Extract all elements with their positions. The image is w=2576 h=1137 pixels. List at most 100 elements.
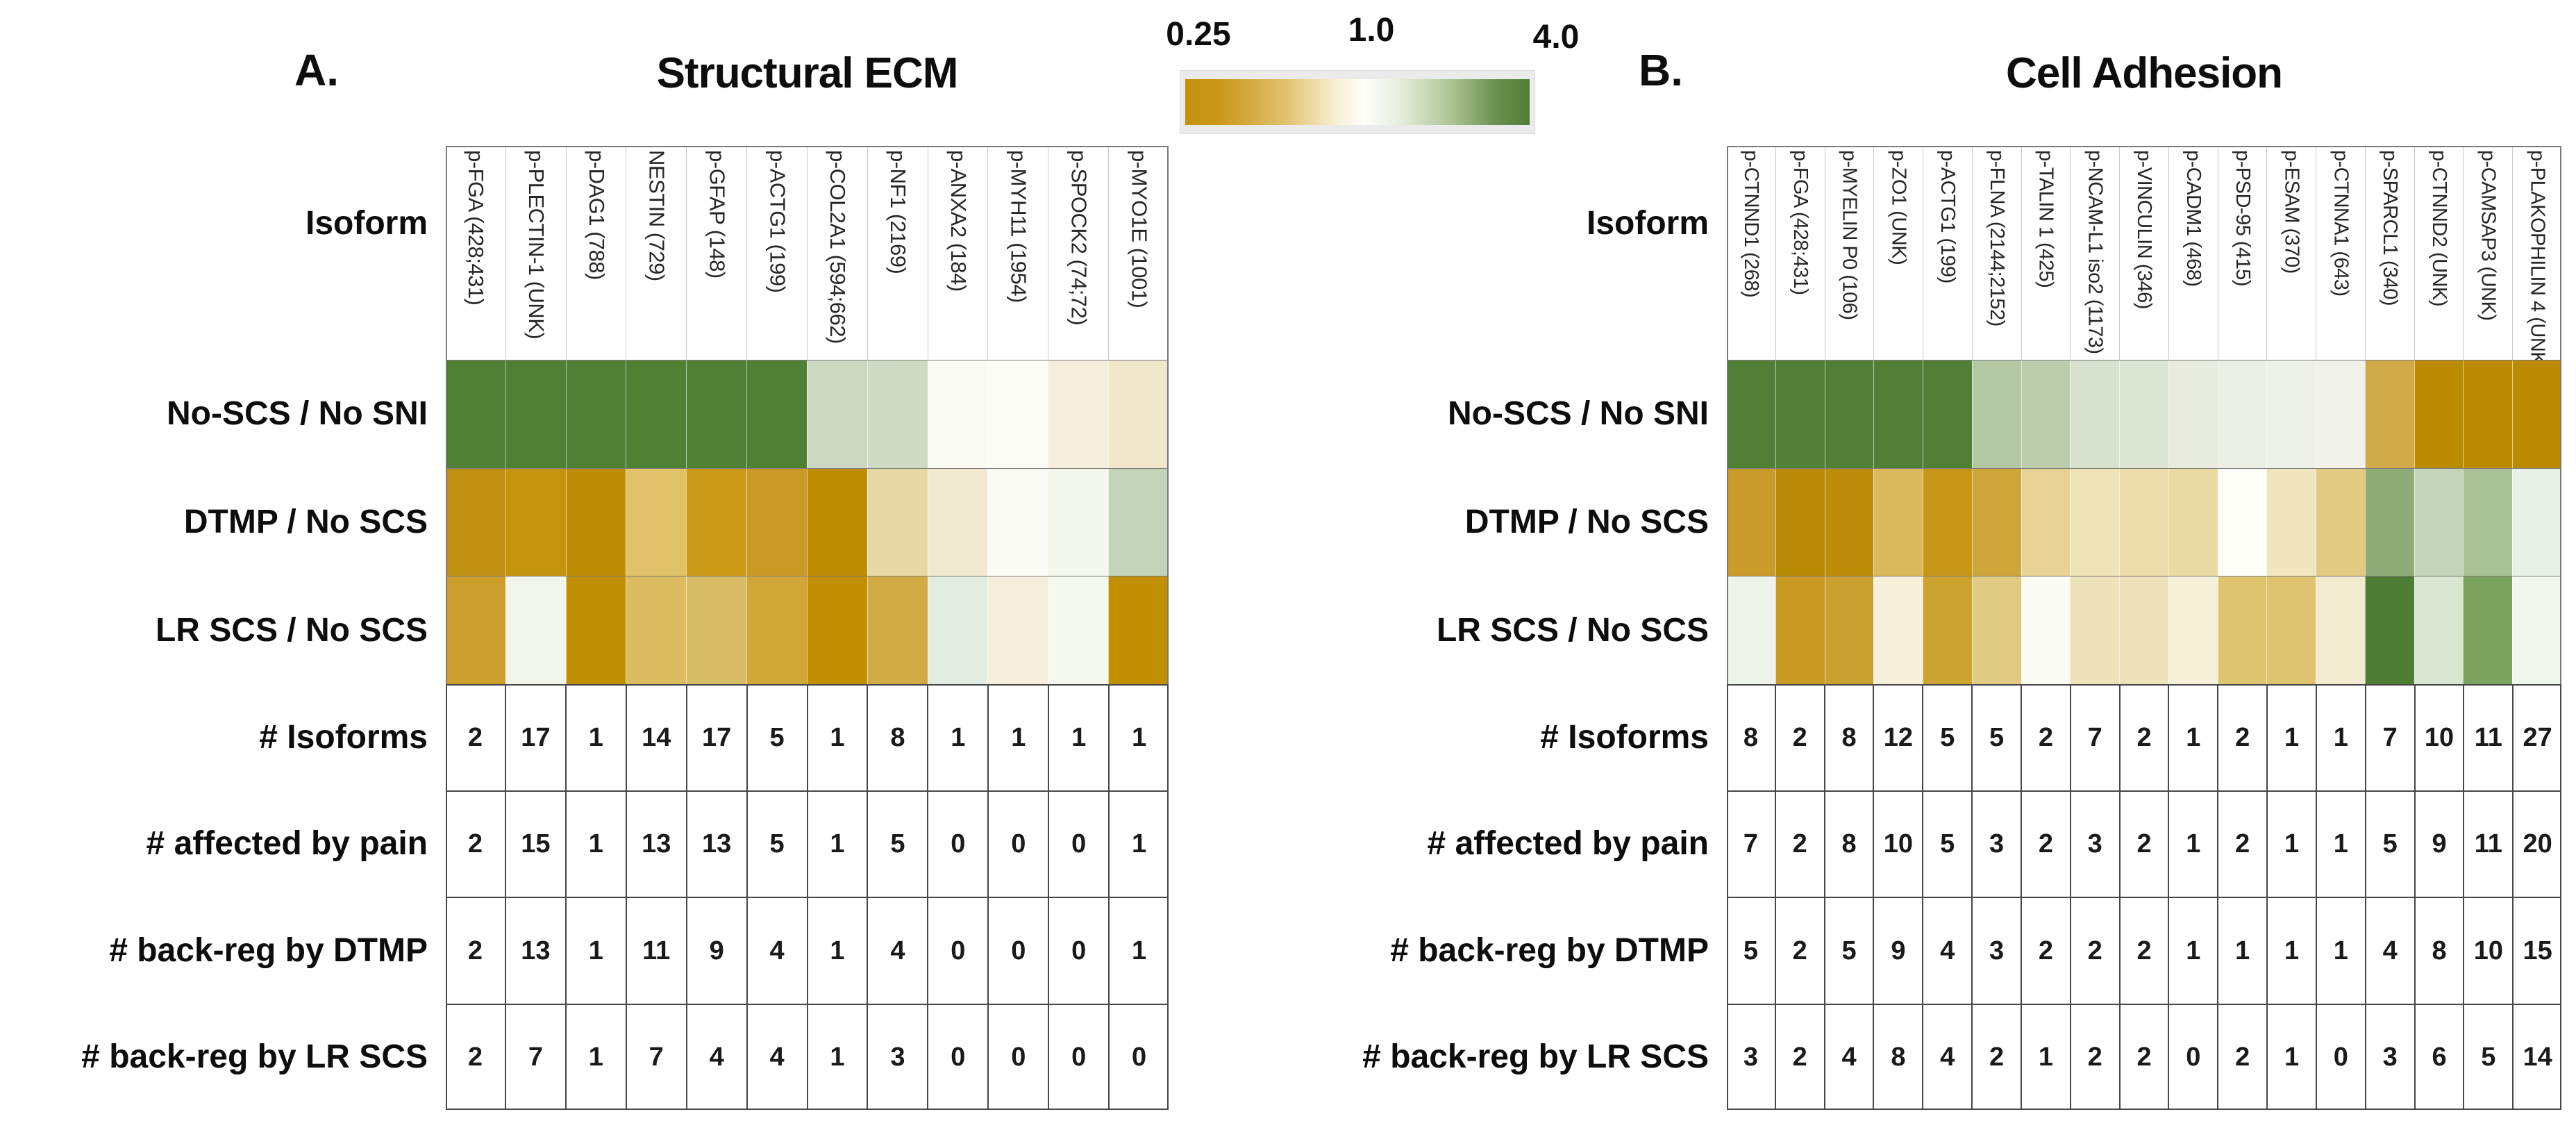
row-label-gutter: # affected by pain (1281, 790, 1727, 897)
heatmap-cell (867, 360, 928, 468)
count-cell: 17 (504, 685, 565, 791)
count-cell: 1 (806, 685, 867, 791)
row-label: No-SCS / No SNI (1447, 395, 1709, 433)
heatmap-cell (2512, 360, 2562, 468)
heatmap-cell (2512, 468, 2562, 576)
heatmap-cells (446, 576, 1169, 684)
count-cell: 2 (446, 898, 505, 1004)
row-label-gutter: Isoform (1281, 146, 1727, 360)
count-cell: 1 (2266, 898, 2316, 1004)
legend-colorbar-frame (1180, 71, 1534, 133)
row-label: DTMP / No SCS (1464, 503, 1709, 540)
column-header-cell: p-GFAP (148) (686, 146, 747, 360)
column-header-label: p-PSD-95 (415) (2231, 150, 2254, 287)
count-cell: 2 (446, 685, 505, 791)
count-cell: 0 (1108, 1004, 1169, 1110)
count-cell: 2 (2020, 685, 2070, 791)
column-header-label: p-MYELIN P0 (106) (1838, 150, 1861, 320)
isoform-header-row: Isoform p-CTNND1 (268) p-FGA (428;431) p-MY… (1281, 146, 2562, 360)
count-cell: 1 (2315, 898, 2365, 1004)
isoform-corner-label: Isoform (1586, 205, 1709, 242)
row-label: # Isoforms (1540, 719, 1709, 756)
count-cell: 15 (2512, 898, 2562, 1004)
count-cell: 2 (2020, 792, 2070, 897)
row-label-gutter: DTMP / No SCS (1281, 467, 1727, 576)
count-cell: 11 (625, 898, 686, 1004)
heatmap-row: LR SCS / No SCS (0, 576, 1169, 684)
heatmap-cell (2217, 576, 2267, 684)
heatmap-panel-cell-adhesion: Isoform p-CTNND1 (268) p-FGA (428;431) p-MY… (1281, 146, 2562, 1110)
column-header-label: p-CAMSAP3 (UNK) (2477, 150, 2500, 321)
column-header-label: p-DAG1 (788) (584, 150, 609, 280)
heatmap-cell (1873, 576, 1923, 684)
heatmap-cell (2119, 360, 2168, 468)
row-label-gutter: # back-reg by DTMP (1281, 897, 1727, 1004)
column-header-label: p-PLECTIN-1 (UNK) (524, 150, 549, 340)
heatmap-cell (2217, 360, 2267, 468)
count-cell: 8 (1873, 1004, 1923, 1110)
count-cell: 1 (806, 898, 867, 1004)
count-cell: 27 (2512, 685, 2562, 791)
count-cell: 3 (1971, 792, 2021, 897)
column-header-cell: p-CAMSAP3 (UNK) (2463, 146, 2513, 360)
column-header-cell: p-PSD-95 (415) (2217, 146, 2267, 360)
count-cell: 7 (504, 1004, 565, 1110)
heatmap-cell (927, 360, 988, 468)
column-header-cell: p-SPARCL1 (340) (2364, 146, 2414, 360)
heatmap-cell (1824, 576, 1874, 684)
heatmap-cell (2070, 360, 2120, 468)
count-cell: 2 (2118, 685, 2168, 791)
column-header-label: p-CTNND2 (UNK) (2427, 150, 2450, 306)
count-cell: 0 (987, 1004, 1048, 1110)
count-cell: 7 (625, 1004, 686, 1110)
heatmap-row: LR SCS / No SCS (1281, 576, 2562, 684)
column-header-cell: p-CTNND1 (268) (1727, 146, 1775, 360)
heatmap-cell (2414, 360, 2464, 468)
count-cell: 5 (1922, 685, 1972, 791)
legend-tick-max: 4.0 (1532, 19, 1580, 56)
heatmap-cell (686, 576, 747, 684)
column-header-cell: p-MYELIN P0 (106) (1824, 146, 1874, 360)
heatmap-cell (1048, 576, 1109, 684)
column-header-label: p-VINCULIN (346) (2133, 150, 2156, 309)
column-header-label: p-FLNA (2144;2152) (1985, 150, 2008, 326)
count-cell: 4 (867, 898, 928, 1004)
count-cell: 7 (2364, 685, 2414, 791)
heatmap-cell (1727, 468, 1775, 576)
count-cell: 4 (746, 898, 807, 1004)
row-label: # affected by pain (146, 825, 428, 863)
column-header-cell: p-PLECTIN-1 (UNK) (505, 146, 566, 360)
heatmap-cell (1775, 360, 1825, 468)
row-label: LR SCS / No SCS (155, 611, 428, 649)
heatmap-cell (1923, 360, 1972, 468)
count-cell: 2 (1774, 792, 1824, 897)
count-cell: 2 (2217, 1004, 2267, 1110)
heatmap-row: DTMP / No SCS (1281, 467, 2562, 576)
heatmap-cell (2119, 468, 2168, 576)
heatmap-cell (1873, 360, 1923, 468)
column-header-cells: p-FGA (428;431)p-PLECTIN-1 (UNK)p-DAG1 (… (446, 146, 1169, 360)
heatmap-cell (2414, 576, 2464, 684)
count-cell: 1 (2168, 685, 2218, 791)
heatmap-row: No-SCS / No SNI (1281, 360, 2562, 468)
panel-b-title: Cell Adhesion (2005, 49, 2283, 97)
column-header-cell: p-MYO1E (1001) (1108, 146, 1169, 360)
count-cell: 1 (564, 1004, 626, 1110)
count-cell: 5 (1922, 792, 1972, 897)
heatmap-cell (2316, 576, 2365, 684)
heatmap-cell (2070, 468, 2120, 576)
heatmap-cell (565, 576, 626, 684)
count-cell: 11 (2463, 792, 2513, 897)
heatmap-cell (565, 360, 626, 468)
column-header-label: p-FGA (428;431) (1789, 150, 1812, 295)
count-cell: 2 (2217, 792, 2267, 897)
